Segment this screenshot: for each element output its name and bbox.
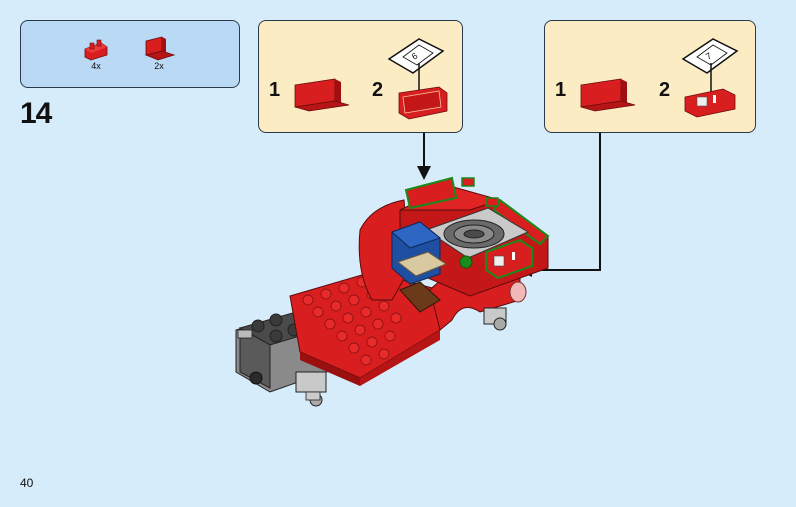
sticker-application-icon: 6 [387,38,448,120]
front-axle [483,281,527,331]
arrow-head-icon [417,166,431,180]
plate-1x2-clip-icon [84,39,108,61]
blue-seat [391,221,448,313]
red-chassis [289,271,441,386]
part-plate-clip: 4x [81,39,111,71]
parts-list-box: 4x 2x [20,20,240,88]
sticker-number: 6 [410,51,419,62]
sub-step-number: 1 [269,79,281,101]
bracket-piece-icon [294,78,350,112]
sub-step-number: 2 [372,79,384,101]
bracket-1x2-icon [144,36,176,61]
part-bracket: 2x [141,35,177,71]
bracket-piece-icon [580,78,636,112]
new-bracket-with-sticker [459,238,533,280]
part-qty: 4x [91,61,101,71]
callout-box-2: 1 2 7 [544,20,756,133]
callout-box-1: 1 2 6 [258,20,463,133]
sticker-number: 7 [704,51,713,62]
sub-step-number: 2 [659,79,671,101]
step-number: 14 [20,97,52,130]
sub-step-number: 1 [555,79,567,101]
assembly-arrow [530,133,601,271]
part-qty: 2x [154,61,164,71]
sticker-application-icon: 7 [681,38,739,118]
spare-tire [424,207,530,259]
page-number: 40 [20,476,34,490]
